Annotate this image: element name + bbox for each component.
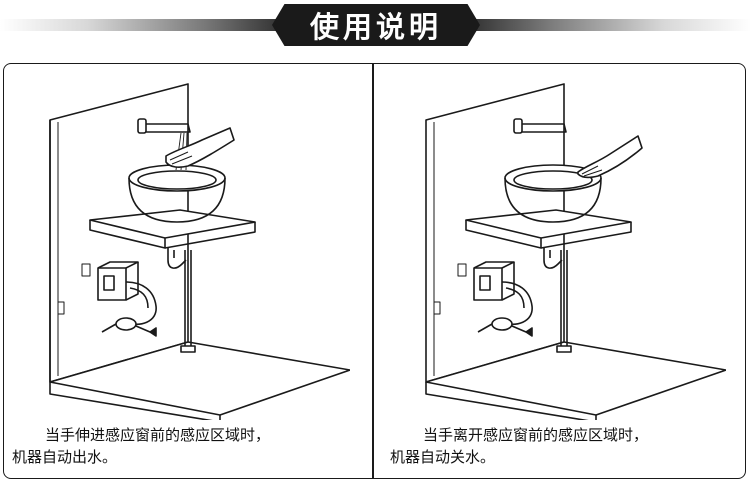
title-badge: 使用说明 <box>272 4 480 46</box>
solenoid-valve-icon <box>101 281 157 337</box>
banner-stripe-left <box>0 19 290 31</box>
sensor-control-box-icon <box>57 261 139 315</box>
hand-icon <box>577 135 643 179</box>
faucet-icon <box>513 118 567 134</box>
banner-stripe-right <box>462 19 751 31</box>
solenoid-valve-icon <box>477 281 533 337</box>
illustration-water-on <box>49 83 350 420</box>
basin-icon <box>504 164 602 223</box>
drain-pipe-icon <box>167 248 196 353</box>
illustration-water-off <box>425 83 726 420</box>
page-title: 使用说明 <box>309 10 442 44</box>
caption-water-off: 当手离开感应窗前的感应区域时， 机器自动关水。 <box>390 424 742 468</box>
sensor-control-box-icon <box>433 261 515 315</box>
floor-base <box>49 341 350 416</box>
panel-divider <box>372 64 374 478</box>
caption-water-on: 当手伸进感应窗前的感应区域时， 机器自动出水。 <box>12 424 367 468</box>
drain-pipe-icon <box>543 248 572 353</box>
floor-base <box>425 341 726 416</box>
hand-icon <box>165 127 235 168</box>
header-banner: 使用说明 <box>0 0 751 50</box>
caption-line: 当手离开感应窗前的感应区域时， <box>423 426 649 444</box>
caption-line: 当手伸进感应窗前的感应区域时， <box>45 426 271 444</box>
faucet-icon <box>137 118 191 134</box>
caption-line: 机器自动出水。 <box>12 448 118 466</box>
instruction-frame <box>3 63 746 479</box>
caption-line: 机器自动关水。 <box>390 448 496 466</box>
